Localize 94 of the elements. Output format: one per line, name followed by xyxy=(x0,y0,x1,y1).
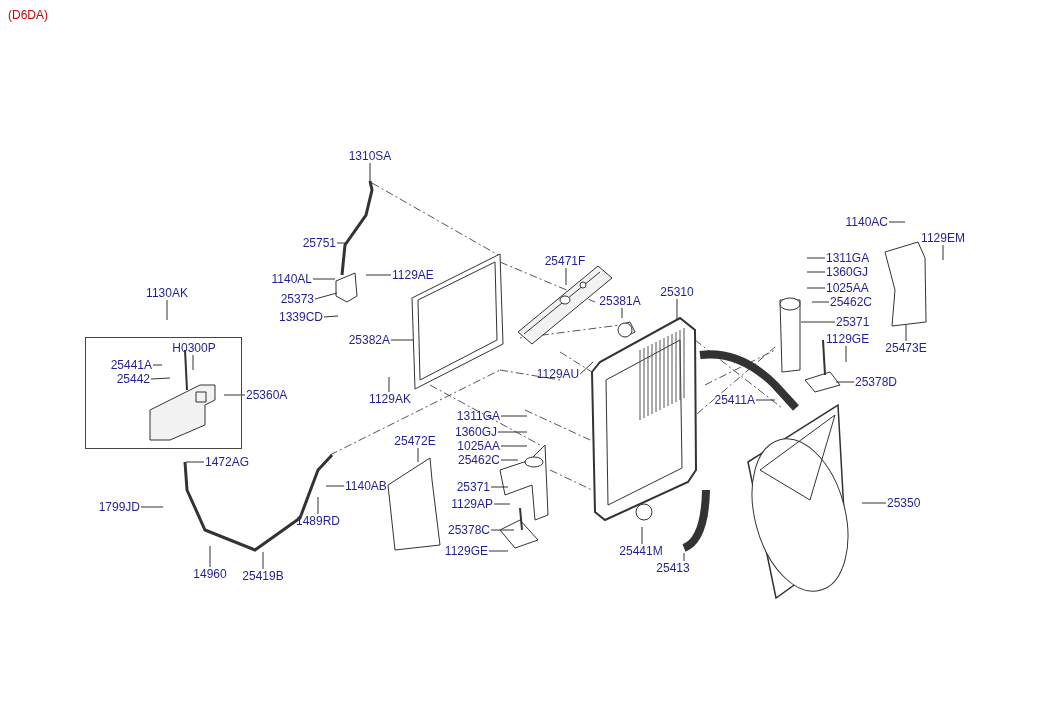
part-number: 1129EM xyxy=(921,231,965,245)
part-number: 1799JD xyxy=(98,500,140,514)
group-frame xyxy=(85,337,242,449)
leader-line xyxy=(325,485,345,487)
part-number: 1489RD xyxy=(296,514,340,528)
part-number: 25371 xyxy=(456,480,490,494)
part-number: 25462C xyxy=(830,295,873,309)
part-number: 1311GA xyxy=(456,409,500,423)
part-number: 25419B xyxy=(242,569,284,583)
part-number: 1025AA xyxy=(457,439,500,453)
leader-line xyxy=(490,529,515,531)
part-number: 25462C xyxy=(457,453,500,467)
leader-line xyxy=(312,278,336,280)
leader-line xyxy=(835,381,855,383)
leader-line xyxy=(388,376,390,393)
leader-line xyxy=(365,274,392,276)
leader-line xyxy=(185,461,205,463)
leader-line xyxy=(621,307,623,319)
part-number: 25473E xyxy=(885,341,927,355)
part-number: 1129GE xyxy=(444,544,488,558)
part-number: 25382A xyxy=(348,333,390,347)
part-number: 1360GJ xyxy=(454,425,497,439)
leader-line xyxy=(488,550,509,552)
leader-line xyxy=(755,399,776,401)
part-number: 25411A xyxy=(714,393,755,407)
part-number: 25751 xyxy=(302,236,336,250)
leader-line xyxy=(390,339,414,341)
part-number: 1025AA xyxy=(826,281,869,295)
leader-line xyxy=(500,459,519,461)
leader-line xyxy=(152,364,163,366)
part-number: 1360GJ xyxy=(826,265,869,279)
leader-line xyxy=(811,301,830,303)
leader-line xyxy=(493,503,511,505)
leader-line xyxy=(500,415,528,417)
part-number: 14960 xyxy=(193,567,227,581)
part-number: 1140AL xyxy=(271,272,312,286)
leader-line xyxy=(845,345,847,363)
part-number: 25442 xyxy=(116,372,150,386)
part-number: 1129AE xyxy=(392,268,434,282)
leader-line xyxy=(140,506,164,508)
part-number: 1129AU xyxy=(536,367,580,381)
leader-line xyxy=(579,361,594,375)
leader-line xyxy=(942,244,944,261)
part-number: 25378C xyxy=(447,523,490,537)
part-number: 25310 xyxy=(660,285,694,299)
leader-line xyxy=(314,292,338,300)
leader-line xyxy=(417,447,419,463)
leader-line xyxy=(806,271,826,273)
leader-line xyxy=(166,299,168,321)
part-number: 25472E xyxy=(394,434,436,448)
part-number: 25381A xyxy=(599,294,641,308)
leader-line xyxy=(641,526,643,545)
leader-line xyxy=(262,551,264,570)
part-number: 25413 xyxy=(656,561,690,575)
part-number: 25441M xyxy=(619,544,663,558)
leader-line xyxy=(905,324,907,342)
leader-line xyxy=(150,377,171,380)
part-number: 1339CD xyxy=(278,310,323,324)
part-number: 25373 xyxy=(280,292,314,306)
leader-line xyxy=(683,552,685,562)
part-number: H0300P xyxy=(172,341,216,355)
part-number: 1129AK xyxy=(369,392,411,406)
leader-line xyxy=(369,162,371,182)
leader-line xyxy=(676,298,678,321)
leader-line xyxy=(223,394,246,396)
part-number: 1129AP xyxy=(451,497,493,511)
part-number: 1129GE xyxy=(826,332,870,346)
leader-line xyxy=(490,486,509,488)
leader-line xyxy=(861,502,887,504)
leader-line xyxy=(192,354,194,371)
part-number: 25471F xyxy=(544,254,586,268)
leader-line xyxy=(336,242,349,244)
leader-line xyxy=(500,445,528,447)
leader-line xyxy=(317,496,319,515)
part-number: 25371 xyxy=(836,315,870,329)
part-number: 1310SA xyxy=(348,149,392,163)
part-number: 25441A xyxy=(110,358,152,372)
model-code: (D6DA) xyxy=(8,8,48,22)
part-number: 1472AG xyxy=(205,455,250,469)
part-number: 25378D xyxy=(855,375,898,389)
part-number: 1140AB xyxy=(345,479,387,493)
part-number: 25350 xyxy=(887,496,921,510)
part-number: 1130AK xyxy=(146,286,188,300)
part-number: 1311GA xyxy=(826,251,870,265)
leader-line xyxy=(888,221,906,223)
leader-line xyxy=(806,287,826,289)
leader-line xyxy=(800,321,836,323)
leader-line xyxy=(497,431,528,433)
leader-line xyxy=(323,315,339,318)
leader-line xyxy=(565,267,567,286)
leader-line xyxy=(806,257,826,259)
part-number: 25360A xyxy=(246,388,288,402)
leader-line xyxy=(209,545,211,568)
part-number: 1140AC xyxy=(845,215,888,229)
